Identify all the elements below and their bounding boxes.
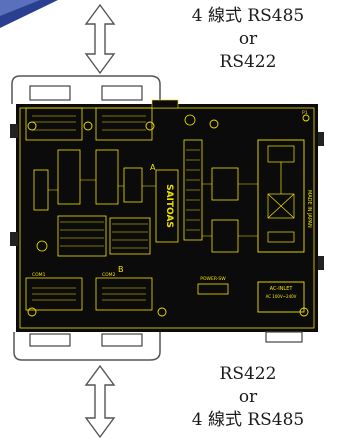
top-label-line1: 4 線式 RS485 bbox=[191, 6, 305, 26]
com1-text: COM1 bbox=[32, 272, 46, 278]
bottom-label-line1: RS422 bbox=[219, 364, 277, 384]
logo-text: SAITOAS bbox=[164, 184, 174, 228]
bottom-label-line2: or bbox=[238, 387, 258, 407]
top-double-arrow bbox=[84, 3, 116, 75]
bottom-double-arrow bbox=[84, 364, 116, 439]
power-sw-text: POWER-SW bbox=[200, 276, 226, 282]
ac-range-text: AC 100V~240V bbox=[266, 294, 297, 299]
bottom-label-line3: 4 線式 RS485 bbox=[191, 410, 305, 430]
mark-b-text: B bbox=[118, 265, 124, 274]
top-label-line3: RS422 bbox=[219, 52, 277, 72]
bottom-db-connector bbox=[13, 332, 161, 361]
mark-p1-text: P1 bbox=[302, 110, 308, 116]
made-in-text: MADE IN JAPAN bbox=[306, 190, 312, 228]
pcb-board: MADE IN JAPAN AC-INLET AC 100V~240V POWE… bbox=[10, 99, 324, 332]
top-db-connector bbox=[11, 75, 161, 104]
ac-plug bbox=[265, 331, 303, 343]
top-label-line2: or bbox=[238, 29, 258, 49]
com2-text: COM2 bbox=[102, 272, 116, 278]
mark-a-text: A bbox=[150, 163, 156, 172]
top-interface-label: 4 線式 RS485 or RS422 bbox=[168, 8, 328, 77]
ac-inlet-text: AC-INLET bbox=[270, 286, 294, 292]
bottom-interface-label: RS422 or 4 線式 RS485 bbox=[168, 366, 328, 435]
